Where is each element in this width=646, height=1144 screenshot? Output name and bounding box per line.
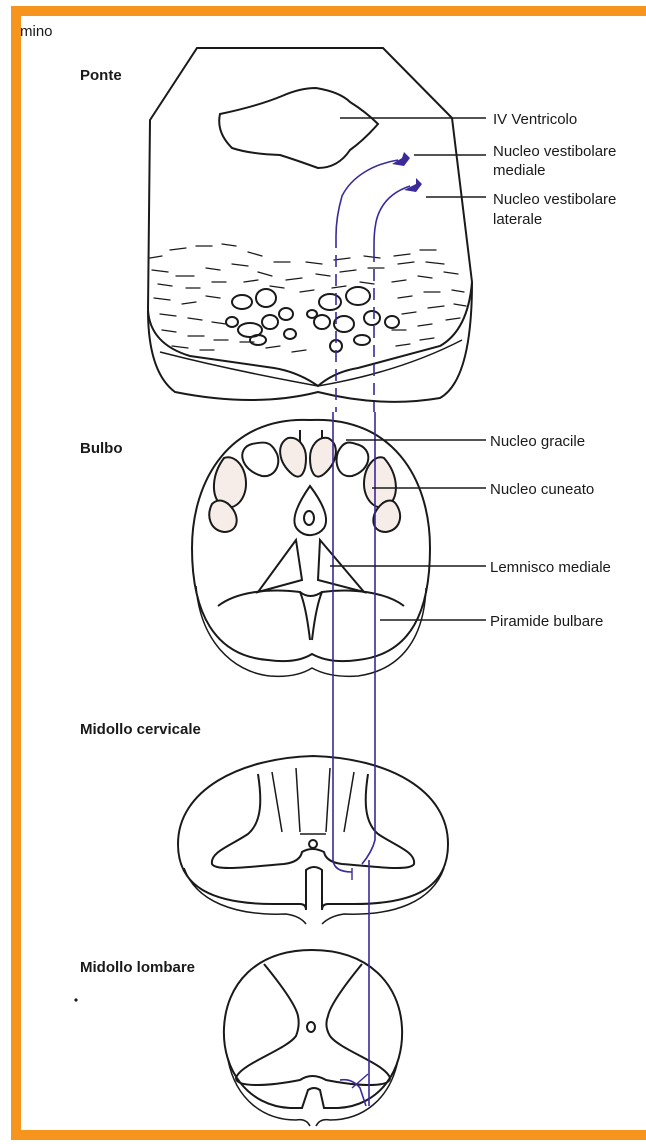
medial-vestibular-neuron: [392, 152, 410, 166]
label-iv-ventricolo: IV Ventricolo: [493, 111, 577, 128]
lateral-vestibular-neuron: [404, 178, 422, 192]
label-vestibolare-mediale-2: mediale: [493, 162, 546, 179]
label-vestibolare-mediale-1: Nucleo vestibolare: [493, 143, 616, 160]
section-title-midollo-lombare: Midollo lombare: [80, 959, 195, 976]
section-title-ponte: Ponte: [80, 67, 122, 84]
label-vestibolare-laterale-1: Nucleo vestibolare: [493, 191, 616, 208]
midollo-lombare-section: [224, 950, 402, 1126]
section-title-bulbo: Bulbo: [80, 440, 123, 457]
midollo-cervicale-section: [178, 756, 448, 924]
label-lemnisco-mediale: Lemnisco mediale: [490, 559, 611, 576]
ponte-section: [148, 48, 472, 402]
pontine-nuclei: [226, 287, 399, 352]
label-nucleo-cuneato: Nucleo cuneato: [490, 481, 594, 498]
label-nucleo-gracile: Nucleo gracile: [490, 433, 585, 450]
label-piramide-bulbare: Piramide bulbare: [490, 613, 603, 630]
label-vestibolare-laterale-2: laterale: [493, 211, 542, 228]
iv-ventricle-shape: [219, 88, 378, 168]
section-title-midollo-cervicale: Midollo cervicale: [80, 721, 201, 738]
vestibulospinal-pathways: [333, 160, 410, 1106]
stray-dot: [74, 998, 77, 1001]
ponte-fibers: [150, 244, 466, 352]
corner-text: mino: [20, 23, 53, 40]
